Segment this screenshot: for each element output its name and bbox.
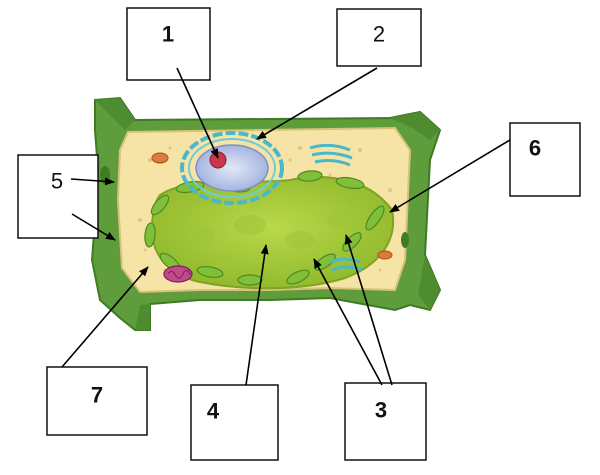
mitochondria [151,152,393,283]
label-2-text: 2 [373,22,385,47]
chloroplast [144,222,156,248]
golgi-apparatus [309,143,353,167]
label-7-text: 7 [91,383,103,408]
label-box-2: 2 [336,8,422,67]
label-box-6: 6 [509,122,581,197]
arrow-2 [256,67,378,140]
mitochondrion [377,250,393,260]
arrow-1 [176,67,219,159]
mitochondrion [163,265,193,283]
chloroplast [335,176,365,190]
chloroplast [196,265,224,279]
nucleolus [209,151,227,169]
rough-er-inner [188,138,276,198]
chloroplast [237,274,263,286]
label-1-text: 1 [162,22,174,47]
nucleus [195,144,269,192]
label-6-text: 6 [529,136,541,161]
mitochondrion [151,152,169,164]
rough-er [180,131,284,205]
arrow-3a [313,258,383,386]
pointer-arrows [61,67,511,386]
chloroplast [297,170,323,182]
label-3-text: 3 [375,398,387,423]
label-box-7: 7 [46,366,148,436]
arrow-5a [70,177,115,186]
label-box-3: 3 [344,382,427,461]
label-5-text: 5 [51,169,63,194]
arrow-3b [344,234,393,386]
label-box-5: 5 [17,154,99,239]
label-box-4: 4 [190,384,279,461]
chloroplast [150,194,170,216]
chloroplast [365,205,385,231]
label-4-text: 4 [207,399,220,424]
arrow-4 [245,244,269,386]
label-box-1: 1 [126,7,211,81]
chloroplast [286,269,310,285]
arrow-6 [389,139,511,213]
arrow-5b [71,213,116,241]
arrow-7 [61,266,149,368]
smooth-er [329,257,363,272]
